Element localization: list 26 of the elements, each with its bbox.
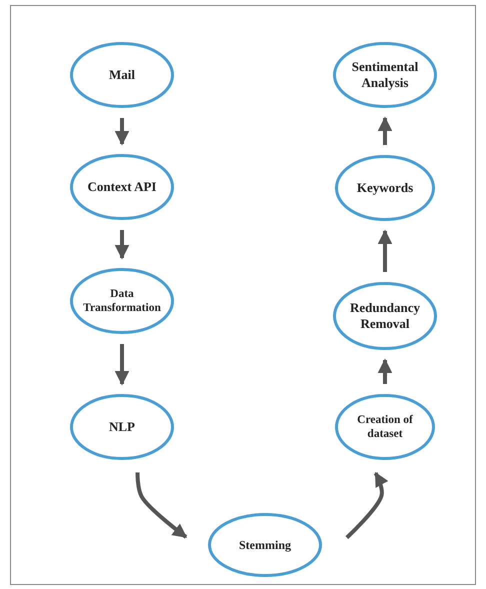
arrow: [114, 118, 130, 146]
process-ellipse: [335, 155, 435, 221]
process-ellipse: [70, 268, 174, 334]
arrow: [378, 358, 392, 384]
process-ellipse: [335, 394, 435, 460]
node-label: Data Transformation: [82, 286, 162, 316]
node-label: NLP: [109, 418, 135, 436]
node-label: Context API: [88, 178, 156, 196]
process-ellipse: [70, 154, 174, 220]
node-label: Creation of dataset: [356, 412, 414, 442]
arrow: [114, 344, 130, 386]
arrow: [114, 230, 130, 260]
arrow: [378, 230, 392, 272]
process-ellipse: [70, 394, 174, 460]
node-label: Keywords: [356, 180, 414, 196]
arrow: [345, 472, 388, 540]
node-label: Sentimental Analysis: [350, 58, 420, 92]
node-label: Stemming: [239, 538, 291, 552]
process-ellipse: [70, 42, 174, 108]
arrow: [136, 472, 188, 539]
process-ellipse: [333, 42, 437, 108]
node-label: Mail: [109, 66, 135, 84]
arrow: [378, 116, 392, 145]
process-ellipse: [333, 282, 437, 350]
process-ellipse: [208, 513, 322, 577]
node-label: Redundancy Removal: [348, 300, 422, 332]
